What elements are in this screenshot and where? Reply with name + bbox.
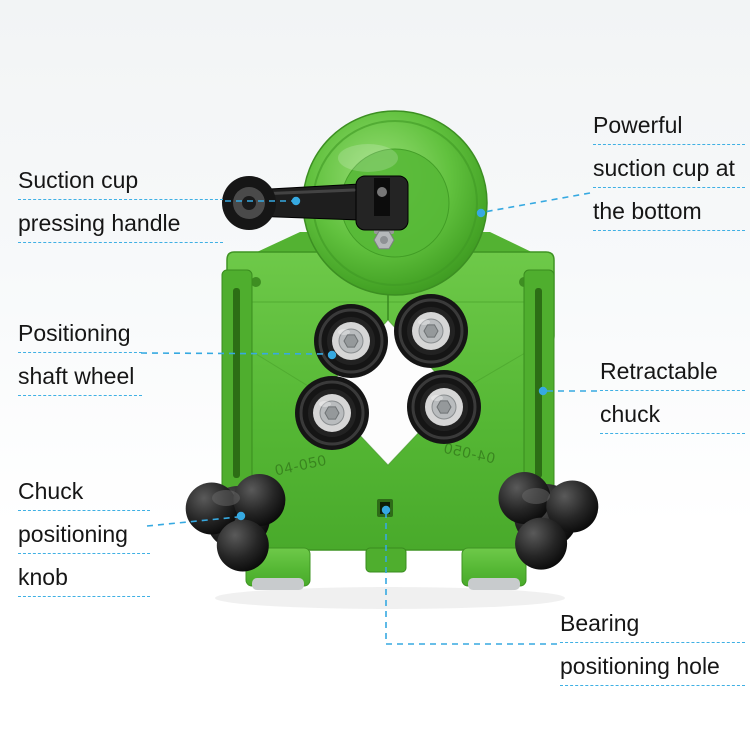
roller-wheel-top-right: [394, 294, 468, 368]
callout-suction-cup-pressing-handle: Suction cup pressing handle: [18, 167, 223, 253]
leader-dot-retractable-chuck: [538, 386, 548, 396]
callout-line: Positioning: [18, 320, 142, 353]
callout-line: Chuck: [18, 478, 150, 511]
leader-dot-bearing-hole: [381, 505, 391, 515]
leader-line-powerful-suction: [483, 192, 591, 213]
leader-dot-suction-handle: [291, 196, 301, 206]
callout-line: Bearing: [560, 610, 745, 643]
device-shadow: [215, 587, 565, 609]
leader-dot-powerful-suction: [476, 208, 486, 218]
callout-bearing-positioning-hole: Bearing positioning hole: [560, 610, 745, 696]
callout-line: shaft wheel: [18, 363, 142, 396]
callout-line: chuck: [600, 401, 745, 434]
callout-positioning-shaft-wheel: Positioning shaft wheel: [18, 320, 142, 406]
callout-line: Suction cup: [18, 167, 223, 200]
roller-wheel-top-left: [314, 304, 388, 378]
callout-line: Powerful: [593, 112, 745, 145]
callout-retractable-chuck: Retractable chuck: [600, 358, 745, 444]
leader-dot-chuck-knob: [236, 511, 246, 521]
roller-wheel-bottom-right: [407, 370, 481, 444]
leader-line-positioning-wheel: [140, 352, 330, 355]
leader-lines: [140, 192, 597, 645]
chuck-knob-right: [498, 472, 599, 570]
leader-line-chuck-knob: [146, 516, 239, 527]
leader-dot-positioning-wheel: [327, 350, 337, 360]
chuck-rail-left: [221, 269, 253, 497]
callout-line: suction cup at: [593, 155, 745, 188]
callout-powerful-suction-cup: Powerful suction cup at the bottom: [593, 112, 745, 241]
chuck-knob-left: [185, 474, 286, 572]
rubber-pad-left: [252, 578, 304, 590]
roller-wheel-bottom-left: [295, 376, 369, 450]
leader-line-bearing-hole: [385, 513, 557, 645]
rubber-pad-right: [468, 578, 520, 590]
callout-line: knob: [18, 564, 150, 597]
chuck-rail-right: [523, 269, 555, 497]
screw-dimple-left: [251, 277, 261, 287]
pressing-handle: [222, 175, 409, 250]
leader-dots: [236, 196, 548, 521]
callout-line: positioning hole: [560, 653, 745, 686]
callout-line: positioning: [18, 521, 150, 554]
callout-line: Retractable: [600, 358, 745, 391]
callout-line: the bottom: [593, 198, 745, 231]
callout-chuck-positioning-knob: Chuck positioning knob: [18, 478, 150, 607]
callout-line: pressing handle: [18, 210, 223, 243]
